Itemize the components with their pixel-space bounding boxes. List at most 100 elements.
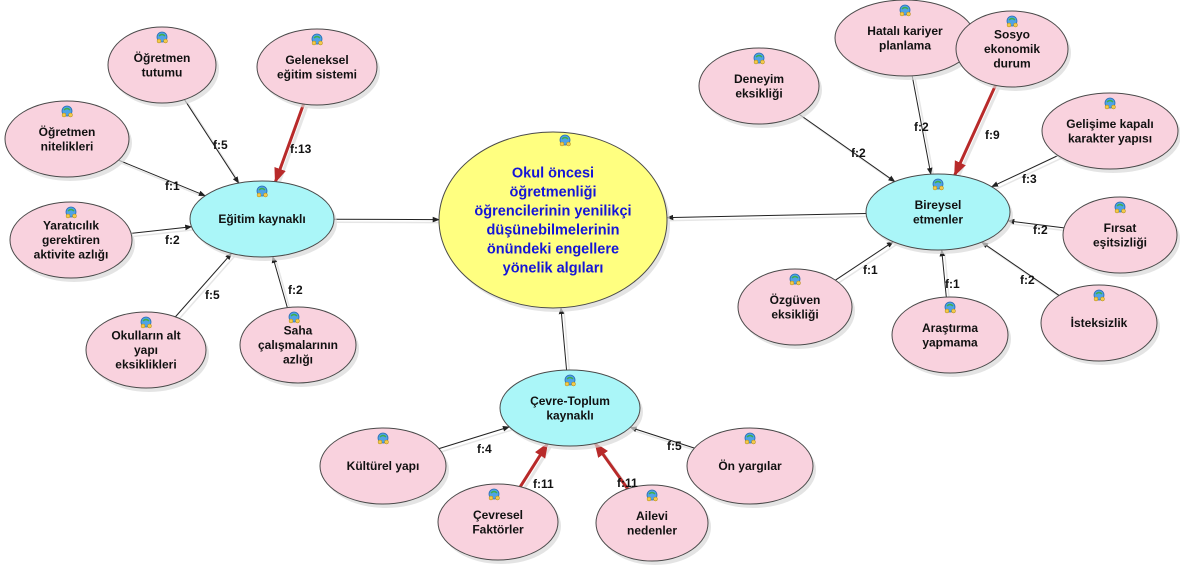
edge-arastirma-to-bireysel [939, 249, 951, 301]
edge-cevre-to-central [558, 307, 571, 374]
edge-isteksizlik-to-bireysel [981, 241, 1063, 300]
edge-label-ozguven: f:1 [863, 263, 878, 277]
edge-saha-to-egitim [271, 255, 292, 311]
leaf-label-sosyo-line-1: ekonomik [984, 42, 1040, 56]
edge-ogretmen-nitelikleri-to-egitim [118, 159, 209, 200]
network-globe-icon [311, 33, 323, 46]
leaf-label-deneyim-line-0: Deneyim [734, 72, 784, 86]
leaf-node-onyargilar[interactable]: Ön yargılar [686, 427, 816, 508]
network-globe-icon [140, 316, 152, 329]
category-label-cevre-line-1: kaynaklı [546, 408, 593, 422]
leaf-label-gelisime-line-0: Gelişime kapalı [1066, 117, 1153, 131]
category-label-cevre-line-0: Çevre-Toplum [530, 394, 610, 408]
edge-label-deneyim: f:2 [851, 146, 866, 160]
edge-label-geleneksel: f:13 [290, 142, 312, 156]
leaf-label-cevresel-line-0: Çevresel [473, 508, 523, 522]
edge-yaraticilik-to-egitim [131, 224, 195, 238]
edge-sosyo-to-bireysel [953, 84, 1000, 179]
edge-label-sosyo: f:9 [985, 128, 1000, 142]
leaf-label-isteksizlik-line-0: İsteksizlik [1071, 315, 1128, 330]
leaf-label-ailevi-line-1: nedenler [627, 523, 677, 537]
leaf-label-yaraticilik-line-1: gerektiren [42, 233, 100, 247]
network-globe-icon [944, 301, 956, 314]
leaf-label-yaraticilik-line-0: Yaratıcılık [43, 219, 99, 233]
leaf-label-firsat-line-0: Fırsat [1104, 221, 1137, 235]
leaf-label-arastirma-line-1: yapmama [922, 335, 978, 349]
network-globe-icon [65, 206, 77, 219]
network-globe-icon [559, 134, 571, 147]
network-globe-icon [61, 105, 73, 118]
edge-geleneksel-to-egitim [274, 103, 309, 186]
central-label-central-line-0: Okul öncesi [512, 166, 594, 182]
network-globe-icon [932, 178, 944, 191]
network-globe-icon [744, 432, 756, 445]
edge-firsat-to-bireysel [1007, 218, 1068, 232]
leaf-label-ailevi-line-0: Ailevi [636, 509, 668, 523]
leaf-node-isteksizlik[interactable]: İsteksizlik [1040, 284, 1160, 365]
network-globe-icon [646, 489, 658, 502]
edge-label-okullarin: f:5 [205, 288, 220, 302]
edge-ozguven-to-bireysel [835, 241, 897, 284]
category-label-bireysel-line-0: Bireysel [915, 198, 962, 212]
edge-label-ogretmen-nitelikleri: f:1 [165, 179, 180, 193]
network-globe-icon [1093, 289, 1105, 302]
edge-egitim-to-central [333, 216, 443, 224]
edge-hatali-to-bireysel [911, 75, 935, 178]
edge-label-ailevi: f:11 [617, 476, 638, 490]
network-globe-icon [564, 374, 576, 387]
leaf-label-ogretmen-nitelikleri-line-1: nitelikleri [41, 139, 94, 153]
leaf-label-hatali-line-1: planlama [879, 38, 931, 52]
leaf-label-geleneksel-line-1: eğitim sistemi [277, 67, 357, 81]
central-label-central-line-4: önündeki engellere [487, 242, 619, 258]
edge-label-isteksizlik: f:2 [1020, 273, 1035, 287]
leaf-label-sosyo-line-2: durum [993, 57, 1030, 71]
category-label-egitim-line-0: Eğitim kaynaklı [218, 212, 305, 226]
leaf-label-okullarin-line-2: eksiklikleri [115, 358, 176, 372]
network-globe-icon [899, 4, 911, 17]
edge-label-yaraticilik: f:2 [165, 233, 180, 247]
leaf-label-saha-line-1: çalışmalarının [258, 338, 338, 352]
leaf-label-firsat-line-1: eşitsizliği [1093, 235, 1147, 249]
leaf-label-ogretmen-tutumu-line-0: Öğretmen [134, 50, 191, 65]
leaf-label-kulturel-line-0: Kültürel yapı [347, 459, 420, 473]
edge-cevresel-to-cevre [519, 442, 552, 491]
edge-label-kulturel: f:4 [477, 442, 492, 456]
leaf-label-ozguven-line-1: eksikliği [771, 307, 818, 321]
leaf-label-onyargilar-line-0: Ön yargılar [718, 458, 782, 473]
edge-onyargilar-to-cevre [629, 426, 698, 452]
leaf-label-okullarin-line-0: Okulların alt [111, 329, 180, 343]
edge-label-hatali: f:2 [914, 120, 929, 134]
leaf-label-saha-line-0: Saha [284, 324, 313, 338]
leaf-label-ogretmen-tutumu-line-1: tutumu [142, 65, 183, 79]
leaf-label-sosyo-line-0: Sosyo [994, 28, 1030, 42]
edge-label-saha: f:2 [288, 283, 303, 297]
central-label-central-line-1: öğretmenliği [509, 185, 596, 201]
edge-label-ogretmen-tutumu: f:5 [213, 138, 228, 152]
category-node-egitim[interactable]: Eğitim kaynaklı [189, 180, 337, 261]
leaf-label-deneyim-line-1: eksikliği [735, 86, 782, 100]
leaf-node-kulturel[interactable]: Kültürel yapı [319, 427, 449, 508]
network-globe-icon [789, 273, 801, 286]
edge-okullarin-to-egitim [174, 252, 236, 321]
leaf-label-ogretmen-nitelikleri-line-0: Öğretmen [39, 124, 96, 139]
edge-gelisime-to-bireysel [991, 155, 1062, 191]
